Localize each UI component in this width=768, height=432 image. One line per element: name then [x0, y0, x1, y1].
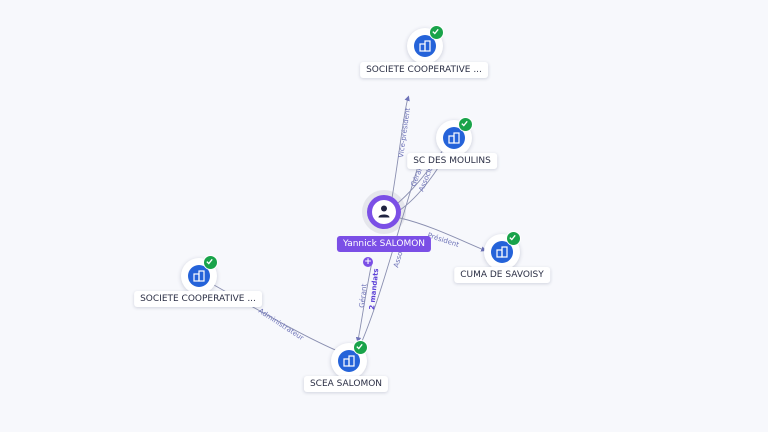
check-icon [458, 117, 473, 132]
edge-gerant-scea [355, 261, 373, 343]
plus-icon[interactable]: + [363, 257, 373, 267]
check-icon [203, 255, 218, 270]
check-icon [506, 231, 521, 246]
company-disc [181, 255, 218, 294]
company-label-moulins[interactable]: SC DES MOULINS [407, 153, 497, 169]
edge-label-vice-president: Vice-président [397, 107, 412, 158]
company-node-moulins[interactable] [436, 117, 473, 156]
company-disc [407, 25, 444, 64]
building-icon [414, 35, 436, 57]
person-disc [367, 195, 401, 229]
company-node-coop1[interactable] [407, 25, 444, 64]
check-icon [429, 25, 444, 40]
company-label-cuma[interactable]: CUMA DE SAVOISY [454, 267, 550, 283]
person-icon [372, 200, 396, 224]
company-disc [436, 117, 473, 156]
check-icon [353, 340, 368, 355]
company-disc [484, 231, 521, 270]
person-halo [362, 190, 406, 234]
company-disc [331, 340, 368, 379]
company-node-scea[interactable] [331, 340, 368, 379]
edge-vice-president [391, 95, 410, 199]
company-label-coop1[interactable]: SOCIETE COOPERATIVE ... [360, 62, 488, 78]
building-icon [491, 241, 513, 263]
person-node[interactable] [362, 190, 406, 234]
building-icon [188, 265, 210, 287]
company-node-cuma[interactable] [484, 231, 521, 270]
edge-associe-scea [359, 157, 422, 347]
company-node-coop2[interactable] [181, 255, 218, 294]
building-icon [338, 350, 360, 372]
edge-label-president: Président [426, 231, 460, 249]
edge-label-administrateur: Administrateur [257, 307, 305, 342]
building-icon [443, 127, 465, 149]
company-label-coop2[interactable]: SOCIETE COOPERATIVE ... [134, 291, 262, 307]
person-label[interactable]: Yannick SALOMON [336, 236, 432, 252]
edge-president-cuma [399, 217, 487, 252]
company-label-scea[interactable]: SCEA SALOMON [303, 376, 389, 392]
edge-administrateur [204, 279, 341, 353]
edge-label-gerant-scea: Gérant [358, 283, 368, 308]
